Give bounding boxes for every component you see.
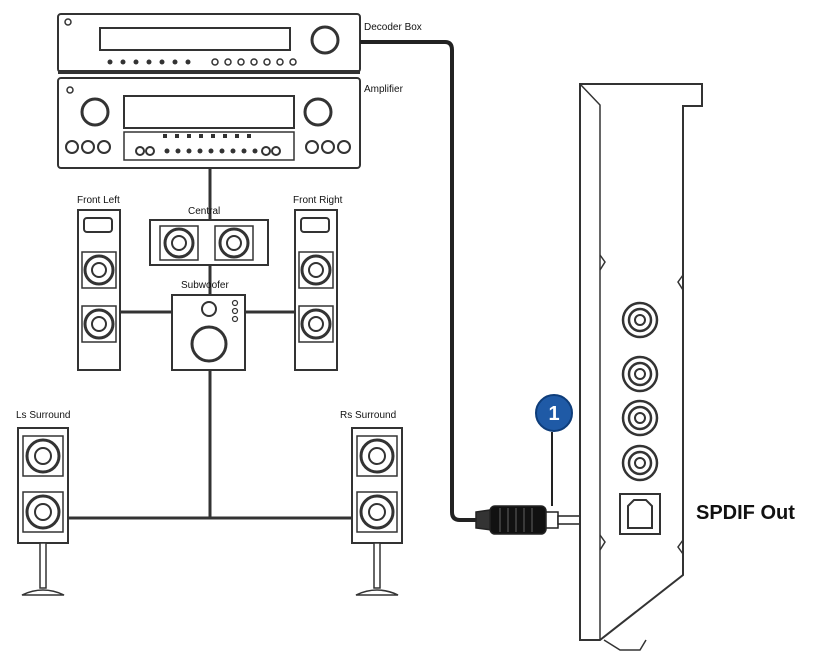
decoder-box xyxy=(57,13,361,74)
front-left-speaker xyxy=(77,209,121,371)
callout-badge: 1 xyxy=(535,394,573,506)
audio-jack-3 xyxy=(621,399,659,437)
rs-surround-label: Rs Surround xyxy=(340,410,396,421)
speaker-wiring xyxy=(68,168,352,520)
ls-surround-label: Ls Surround xyxy=(16,410,70,421)
front-right-label: Front Right xyxy=(293,195,343,206)
subwoofer xyxy=(171,294,246,371)
audio-jack-1 xyxy=(621,301,659,339)
spdif-out-label: SPDIF Out xyxy=(696,502,795,524)
optical-cable xyxy=(360,40,581,535)
audio-jack-4 xyxy=(621,444,659,482)
central-label: Central xyxy=(188,206,220,217)
front-right-speaker xyxy=(294,209,338,371)
decoder-box-label: Decoder Box xyxy=(364,22,422,33)
callout-number: 1 xyxy=(548,403,559,425)
spdif-optical-port xyxy=(619,493,661,535)
front-left-label: Front Left xyxy=(77,195,120,206)
rs-surround-speaker xyxy=(351,427,403,596)
audio-jack-2 xyxy=(621,355,659,393)
ls-surround-speaker xyxy=(17,427,69,596)
amplifier-label: Amplifier xyxy=(364,84,404,95)
subwoofer-label: Subwoofer xyxy=(181,280,229,291)
central-speaker xyxy=(149,219,269,266)
amplifier xyxy=(57,77,361,169)
